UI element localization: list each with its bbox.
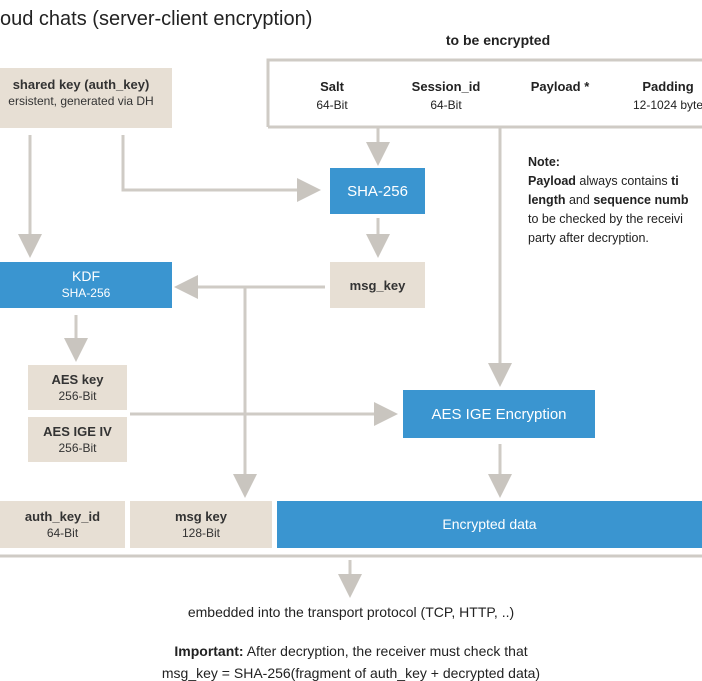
field-payload: Payload * xyxy=(530,79,590,94)
to-be-encrypted-label: to be encrypted xyxy=(445,32,551,48)
important-note: Important: After decryption, the receive… xyxy=(174,643,528,659)
encrypted-data-box: Encrypted data xyxy=(277,501,702,548)
msg-key-box: msg_key xyxy=(330,262,425,308)
shared-key-box: shared key (auth_key)ersistent, generate… xyxy=(0,68,172,128)
diagram-subtitle: oud chats (server-client encryption) xyxy=(0,8,313,30)
sha256-box: SHA-256 xyxy=(330,168,425,214)
transport-note: embedded into the transport protocol (TC… xyxy=(187,604,515,620)
important-note-line2: msg_key = SHA-256(fragment of auth_key +… xyxy=(161,665,541,681)
aes-ige-encryption-box: AES IGE Encryption xyxy=(403,390,595,438)
note: Note: Payload always contains ti length … xyxy=(528,155,689,245)
